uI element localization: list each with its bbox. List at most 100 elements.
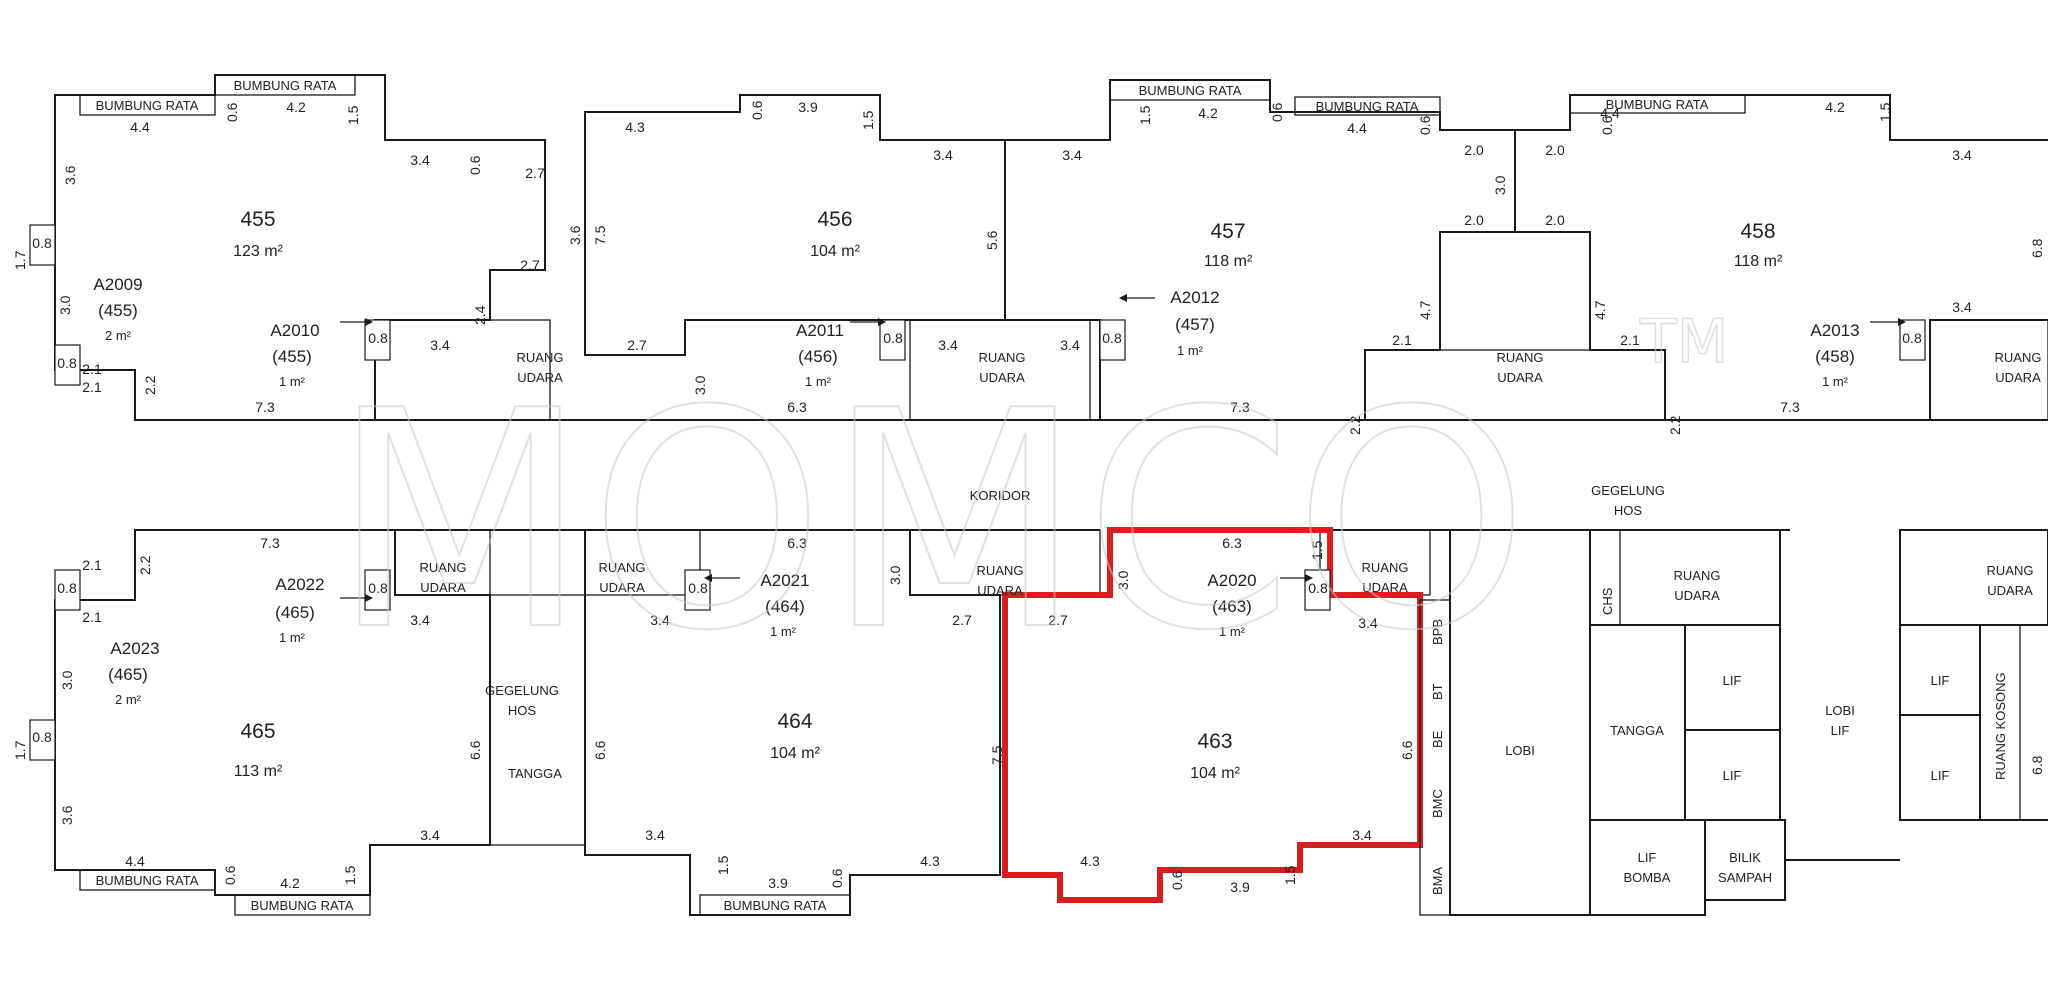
dim-box-10 [54,569,81,611]
a2021-ref: (464) [765,597,805,616]
gegelung-left: GEGELUNG [485,683,559,698]
a2023-ref: (465) [108,665,148,684]
unit-456-no: 456 [817,208,852,231]
dim-43-c: 4.3 [1080,853,1100,869]
dim-27-b: 2.7 [520,257,540,273]
lif-right-1-label: LIF [1931,673,1950,688]
lobi-label: LOBI [1505,743,1535,758]
a2010-area: 1 m² [279,374,306,389]
dim-06-e: 0.6 [1417,115,1433,135]
dim-34-f: 3.4 [1062,147,1082,163]
accessory-a2023: A2023 (465) 2 m² [108,639,159,707]
dim-21-c: 2.1 [1392,332,1412,348]
dim-34-i: 3.4 [410,612,430,628]
dim-21-e: 2.1 [82,557,102,573]
unit-463-area: 104 m² [1190,765,1240,782]
dim-30-a: 3.0 [57,295,73,315]
gegelung-top: GEGELUNG [1591,483,1665,498]
dim-27-e: 2.7 [1048,612,1068,628]
tangga-core-label: TANGGA [1610,723,1664,738]
lif-right-2-label: LIF [1931,768,1950,783]
bumbung-6 [79,869,216,891]
dim-66-c: 6.6 [1399,740,1415,760]
dim-34-m: 3.4 [1358,615,1378,631]
dim-43-b: 4.3 [920,853,940,869]
dim-15-d: 1.5 [1877,102,1893,122]
ruang-udara-457-458 [1364,349,1666,421]
bt-label: BT [1430,683,1445,700]
dim-06-c: 0.6 [749,100,765,120]
lobi-lif-2: LIF [1831,723,1850,738]
lif-bomba-box [1589,819,1706,916]
ru10-b: UDARA [1987,583,2033,598]
dim-47-b: 4.7 [1592,300,1608,320]
dim-30-f: 3.0 [1115,570,1131,590]
dim-30-b: 3.0 [692,375,708,395]
a2012-id: A2012 [1170,288,1219,307]
dim-42-b: 4.2 [1198,105,1218,121]
ru-label-10: RUANG UDARA [1987,563,2034,598]
unit-464-no: 464 [777,710,812,733]
dim-08-h: 0.8 [688,580,708,596]
accessory-a2021: A2021 (464) 1 m² [760,571,809,639]
unit-465-no: 465 [240,720,275,743]
dim-34-a: 3.4 [410,152,430,168]
ru-label-4: RUANG UDARA [1995,350,2042,385]
dim-44-b: 4.4 [1347,120,1367,136]
dim-44-c: 4.4 [1600,105,1620,121]
a2013-ref: (458) [1815,347,1855,366]
bma-label: BMA [1430,867,1445,896]
unit-463-highlight [1002,527,1423,903]
bumbung-label-8: BUMBUNG RATA [724,898,827,913]
a2013-area: 1 m² [1822,374,1849,389]
bumbung-label-3: BUMBUNG RATA [1139,83,1242,98]
ru1-b: UDARA [517,370,563,385]
dim-22-c: 2.2 [1667,415,1683,435]
dim-15-c: 1.5 [1137,105,1153,125]
ru10-a: RUANG [1987,563,2034,578]
a2020-area: 1 m² [1219,624,1246,639]
be-label: BE [1430,730,1445,748]
a2013-id: A2013 [1810,321,1859,340]
dim-06-h: 0.6 [829,868,845,888]
bumbung-label-7: BUMBUNG RATA [251,898,354,913]
dim-34-n: 3.4 [1352,827,1372,843]
arrow-a2011 [850,318,886,326]
dim-34-k: 3.4 [650,612,670,628]
bumbung-label-2: BUMBUNG RATA [234,78,337,93]
dim-20-a: 2.0 [1464,142,1484,158]
dim-box-2 [364,319,391,361]
lif-right-1 [1899,624,1981,716]
accessory-a2010: A2010 (455) 1 m² [270,321,319,389]
dim-21-b: 2.1 [82,379,102,395]
bumbung-8 [699,894,851,916]
ru4-b: UDARA [1995,370,2041,385]
lobi-lif-1: LOBI [1825,703,1855,718]
dim-15-h: 1.5 [1282,865,1298,885]
dim-34-e: 3.4 [1060,337,1080,353]
ru2-b: UDARA [979,370,1025,385]
dim-22-b: 2.2 [1347,415,1363,435]
dim-15-a: 1.5 [345,105,361,125]
a2010-ref: (455) [272,347,312,366]
dim-34-d: 3.4 [938,337,958,353]
bmc-label: BMC [1430,789,1445,818]
bumbung-7 [234,894,371,916]
dim-21-f: 2.1 [82,609,102,625]
dim-27-c: 2.7 [627,337,647,353]
unit-455-area: 123 m² [233,243,283,260]
dim-27-a: 2.7 [525,165,545,181]
dim-15-f: 1.5 [715,855,731,875]
dim-27-d: 2.7 [952,612,972,628]
bumbung-3 [1109,79,1271,101]
dim-box-1 [29,224,56,266]
accessory-a2022: A2022 (465) 1 m² [275,575,324,645]
ru-label-6: RUANG UDARA [599,560,646,595]
dim-15-g: 1.5 [1309,540,1325,560]
ru-label-8: RUANG UDARA [1362,560,1409,595]
bumbung-1 [79,94,216,116]
a2009-area: 2 m² [105,328,132,343]
dim-box-9 [29,719,56,761]
dim-box-11 [54,344,81,386]
dim-75-b: 7.5 [989,745,1005,765]
